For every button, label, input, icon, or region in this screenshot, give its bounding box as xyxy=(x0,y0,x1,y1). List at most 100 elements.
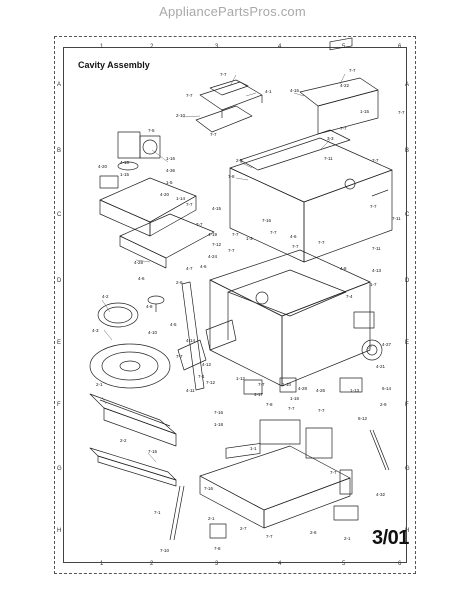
grid-row-label: H xyxy=(57,528,62,534)
part-callout: 4-28 xyxy=(298,386,308,391)
part-callout: 4-11 xyxy=(186,388,195,393)
part-callout: 4-1 xyxy=(265,89,272,94)
sheet-revision-code: 3/01 xyxy=(372,527,409,549)
part-callout: 7-7 xyxy=(232,232,239,237)
roller-ring-part xyxy=(97,302,139,328)
relay-bracket-part xyxy=(209,469,359,539)
part-callout: 4-3 xyxy=(92,328,99,333)
part-callout: 7-7 xyxy=(266,534,273,539)
part-callout: 1-15 xyxy=(360,109,370,114)
part-callout: 7-11 xyxy=(324,156,333,161)
part-callout: 4-28 xyxy=(134,260,144,265)
base-plate-part xyxy=(199,443,351,529)
part-callout: 6-12 xyxy=(358,416,368,421)
support-rod-part xyxy=(369,429,390,471)
grid-row-label: F xyxy=(405,402,409,408)
part-callout: 4-20 xyxy=(98,164,108,169)
part-callout: 1-13 xyxy=(350,388,360,393)
part-callout: 7-7 xyxy=(370,204,377,209)
part-callout: 7-7 xyxy=(186,93,193,98)
part-callout: 4-22 xyxy=(340,83,350,88)
part-callout: 4-8 xyxy=(146,304,153,309)
part-callout: 2-9 xyxy=(380,402,387,407)
part-callout: 7-16 xyxy=(262,218,272,223)
part-callout: 7-16 xyxy=(204,486,214,491)
part-callout: 7-7 xyxy=(270,230,277,235)
part-callout: 4-7 xyxy=(186,266,193,271)
grid-column-label: 5 xyxy=(342,44,346,50)
side-rail-part xyxy=(181,281,205,391)
air-duct-part xyxy=(99,175,215,269)
grid-row-label: B xyxy=(57,148,62,154)
grid-row-label: D xyxy=(57,278,62,284)
callout-leader-lines xyxy=(101,73,373,463)
part-callout: 7-7 xyxy=(398,110,405,115)
grid-column-label: 6 xyxy=(398,561,402,567)
part-callout: 7-15 xyxy=(148,449,158,454)
part-callout: 7-7 xyxy=(318,408,325,413)
part-callout: 4-17 xyxy=(254,392,264,397)
part-callout: 7-8 xyxy=(228,174,235,179)
part-callout: 1-5 xyxy=(166,180,173,185)
part-callout: 7-7 xyxy=(292,244,299,249)
part-callout: 4-6 xyxy=(290,234,297,239)
grid-row-label: E xyxy=(57,340,62,346)
grid-column-label: 2 xyxy=(150,44,154,50)
part-callout: 7-7 xyxy=(330,470,337,475)
part-callout: 7-7 xyxy=(210,132,217,137)
grid-column-label: 4 xyxy=(278,44,282,50)
part-callout: 4-19 xyxy=(208,232,218,237)
part-callout: 2-6 xyxy=(310,530,317,535)
grid-row-label: C xyxy=(405,212,410,218)
part-callout: 7-11 xyxy=(392,216,401,221)
outer-cabinet-part xyxy=(229,129,393,263)
part-callout: 1-3 xyxy=(246,236,253,241)
part-callout: 3-3 xyxy=(327,136,334,141)
top-bracket-part xyxy=(195,79,263,133)
grid-column-label: 3 xyxy=(215,44,219,50)
rear-plate-part xyxy=(299,37,379,135)
grid-column-label: 4 xyxy=(278,561,282,567)
part-callout: 7-8 xyxy=(266,402,273,407)
front-trim-part xyxy=(89,447,177,487)
part-callout: 1-1 xyxy=(250,446,257,451)
part-callout: 4-2 xyxy=(102,294,109,299)
oven-cavity-part xyxy=(209,249,371,387)
part-callout: 4-21 xyxy=(376,364,386,369)
grid-row-label: E xyxy=(405,340,410,346)
part-callout: 4-18 xyxy=(120,160,130,165)
part-callout: 7-7 xyxy=(196,222,203,227)
part-callout: 4-26 xyxy=(316,388,326,393)
part-callout: 7-7 xyxy=(186,202,193,207)
part-callout: 7-7 xyxy=(372,158,379,163)
grid-row-label: D xyxy=(405,278,410,284)
grid-row-label: H xyxy=(405,528,410,534)
part-callout: 1-16 xyxy=(290,396,300,401)
part-callout: 7-7 xyxy=(220,72,227,77)
part-callout: 4-36 xyxy=(166,168,176,173)
part-callout: 1-7 xyxy=(370,282,377,287)
diagram-frame xyxy=(63,47,407,563)
part-callout: 4-20 xyxy=(160,192,170,197)
hinge-bracket-part xyxy=(169,319,237,541)
part-callout: 7-7 xyxy=(288,406,295,411)
grid-column-label: 2 xyxy=(150,561,154,567)
part-callout: 7-4 xyxy=(346,294,353,299)
part-callout: 1-14 xyxy=(176,196,186,201)
control-board-part xyxy=(243,377,333,459)
part-callout: 7-7 xyxy=(258,382,265,387)
part-callout: 7-1 xyxy=(198,374,205,379)
damper-fan-part xyxy=(339,311,383,393)
part-callout-labels: 7-7 4-1 4-16 7-7 4-22 7-7 2-10 7-7 1-15 … xyxy=(92,68,405,553)
part-callout: 2-2 xyxy=(120,438,127,443)
part-callout: 7-7 xyxy=(228,248,235,253)
part-callout: 4-13 xyxy=(372,268,382,273)
part-callout: 2-6 xyxy=(176,280,183,285)
grid-row-label: F xyxy=(57,402,61,408)
part-callout: 2-1 xyxy=(208,516,215,521)
part-callout: 1-15 xyxy=(120,172,130,177)
part-callout: 1-10 xyxy=(282,382,292,387)
grid-column-label: 1 xyxy=(100,561,104,567)
part-callout: 1-16 xyxy=(166,156,176,161)
